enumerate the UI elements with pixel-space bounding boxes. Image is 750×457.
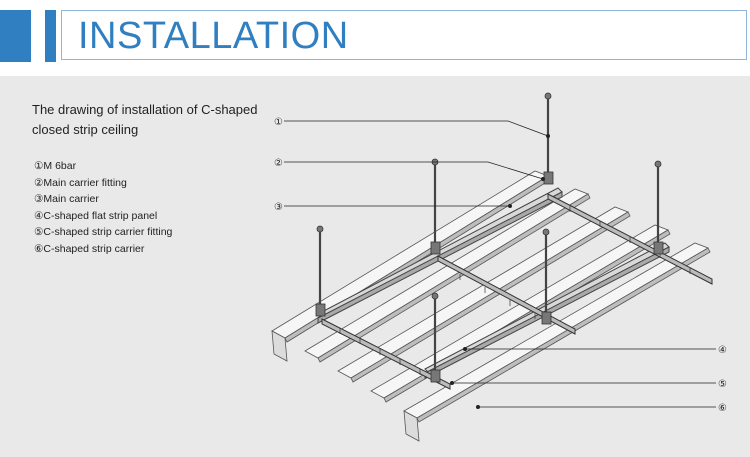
legend-item: ①M 6bar (34, 160, 77, 172)
callout-5: ⑤ (718, 379, 727, 390)
strip-panels (271, 170, 711, 442)
callout-3: ③ (274, 202, 283, 213)
header: INSTALLATION (0, 0, 750, 76)
callout-4: ④ (718, 345, 727, 356)
title-frame (61, 10, 747, 60)
header-accent-bar (0, 10, 31, 62)
callout-6: ⑥ (718, 403, 727, 414)
header-accent-stripe (45, 10, 56, 62)
legend-item: ⑤C-shaped strip carrier fitting (34, 226, 173, 238)
main-carrier-fitting (541, 311, 552, 325)
leader-lines (284, 120, 716, 408)
carrier-teeth (339, 206, 691, 375)
drawing-description: The drawing of installation of C-shaped … (32, 102, 258, 137)
main-carrier-fitting (430, 241, 441, 255)
strip-carrier (437, 255, 576, 335)
component-legend: ①M 6bar ②Main carrier fitting ③Main carr… (34, 158, 172, 257)
main-carrier-fitting (653, 241, 664, 255)
main-carrier-fitting (315, 303, 326, 317)
legend-item: ④C-shaped flat strip panel (34, 209, 158, 222)
strip-carrier (321, 318, 451, 390)
callout-2: ② (274, 158, 283, 169)
legend-item: ②Main carrier fitting (34, 176, 127, 189)
legend-item: ⑥C-shaped strip carrier (34, 242, 145, 255)
legend-item: ③Main carrier (34, 193, 99, 205)
main-carrier-fitting (430, 369, 441, 383)
page-title: INSTALLATION (78, 15, 349, 57)
main-carrier-fitting (543, 171, 554, 185)
callout-1: ① (274, 117, 283, 128)
ceiling-installation-diagram: ① ② ③ ④ ⑤ ⑥ (271, 92, 727, 442)
rod-fittings (315, 92, 664, 383)
leader-dots (450, 134, 550, 409)
